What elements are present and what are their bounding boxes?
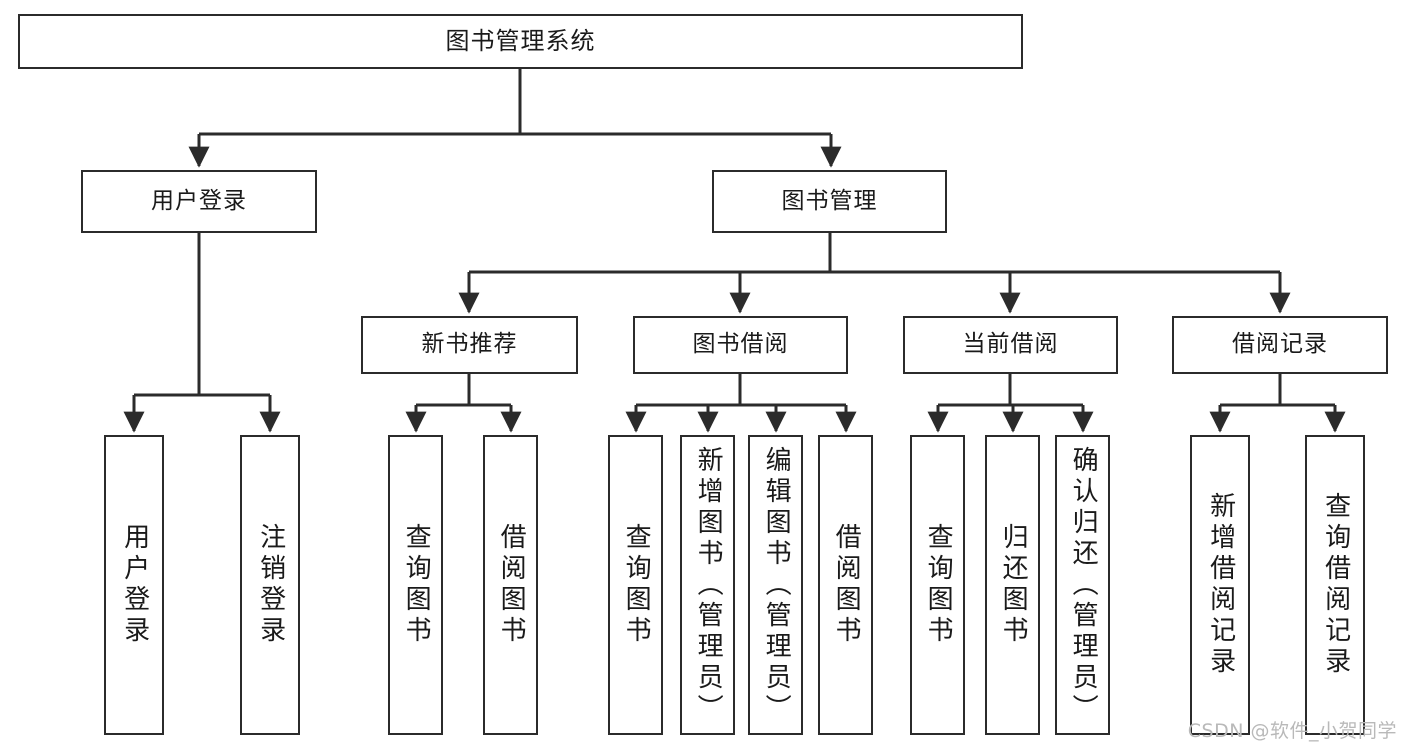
node-current-borrow[interactable]: 当前借阅	[903, 316, 1118, 374]
node-leaf-add-borrow-record[interactable]: 新增借阅记录	[1190, 435, 1250, 735]
node-label: 查询图书	[621, 523, 652, 647]
node-label: 归还图书	[998, 523, 1029, 647]
node-label: 新增借阅记录	[1205, 492, 1236, 678]
node-leaf-borrow-book-a[interactable]: 借阅图书	[483, 435, 538, 735]
node-leaf-confirm-return[interactable]: 确认归还（管理员）	[1055, 435, 1110, 735]
node-label: 借阅图书	[496, 523, 527, 647]
node-label: 查询图书	[923, 523, 954, 647]
node-label: 查询借阅记录	[1320, 492, 1351, 678]
node-leaf-user-logout[interactable]: 注销登录	[240, 435, 300, 735]
node-leaf-return-book[interactable]: 归还图书	[985, 435, 1040, 735]
node-leaf-user-login[interactable]: 用户登录	[104, 435, 164, 735]
node-root[interactable]: 图书管理系统	[18, 14, 1023, 69]
node-user-login[interactable]: 用户登录	[81, 170, 317, 233]
node-leaf-query-book-c[interactable]: 查询图书	[910, 435, 965, 735]
node-book-manage[interactable]: 图书管理	[712, 170, 947, 233]
node-label: 用户登录	[119, 523, 150, 647]
node-leaf-edit-book[interactable]: 编辑图书（管理员）	[748, 435, 803, 735]
node-label: 确认归还（管理员）	[1068, 445, 1099, 725]
node-label: 注销登录	[255, 523, 286, 647]
node-label: 查询图书	[401, 523, 432, 647]
node-leaf-add-book[interactable]: 新增图书（管理员）	[680, 435, 735, 735]
node-label: 新增图书（管理员）	[693, 445, 724, 725]
csdn-watermark: CSDN @软件_小贺同学	[1187, 720, 1397, 742]
node-label: 编辑图书（管理员）	[761, 445, 792, 725]
node-new-book-recommendation[interactable]: 新书推荐	[361, 316, 578, 374]
node-borrow-record[interactable]: 借阅记录	[1172, 316, 1388, 374]
node-leaf-query-book-a[interactable]: 查询图书	[388, 435, 443, 735]
node-leaf-query-borrow-record[interactable]: 查询借阅记录	[1305, 435, 1365, 735]
node-label: 借阅图书	[831, 523, 862, 647]
node-leaf-borrow-book-b[interactable]: 借阅图书	[818, 435, 873, 735]
node-leaf-query-book-b[interactable]: 查询图书	[608, 435, 663, 735]
node-book-borrow[interactable]: 图书借阅	[633, 316, 848, 374]
